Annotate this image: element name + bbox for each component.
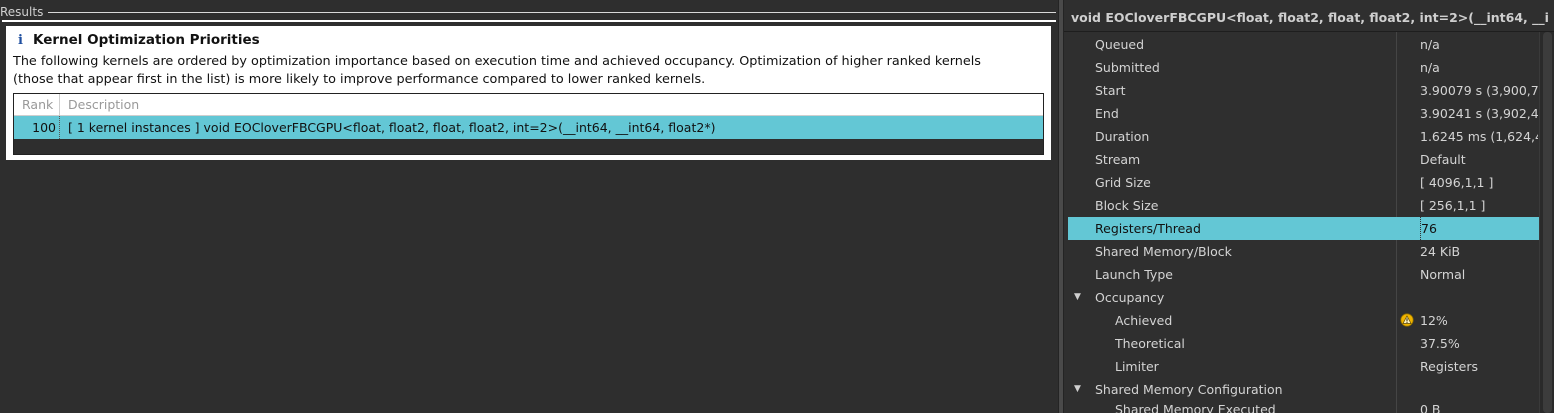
warning-icon — [1400, 313, 1414, 327]
kernel-optimization-priorities-panel: i Kernel Optimization Priorities The fol… — [6, 26, 1051, 160]
property-label: Launch Type — [1095, 267, 1173, 282]
property-row-shared-memory-per-block[interactable]: Shared Memory/Block 24 KiB — [1068, 240, 1539, 263]
property-value: 12% — [1420, 313, 1448, 328]
property-label: Registers/Thread — [1095, 221, 1201, 236]
property-row-start[interactable]: Start 3.90079 s (3,900,786 — [1068, 79, 1539, 102]
property-label: Occupancy — [1095, 290, 1165, 305]
property-row-stream[interactable]: Stream Default — [1068, 148, 1539, 171]
property-value: 0 B — [1420, 402, 1441, 413]
property-value: Default — [1420, 152, 1466, 167]
property-group-occupancy[interactable]: ▼ Occupancy — [1068, 286, 1539, 309]
property-value: 24 KiB — [1420, 244, 1461, 259]
property-group-shared-memory-configuration[interactable]: ▼ Shared Memory Configuration — [1068, 378, 1539, 401]
row-description-cell: [ 1 kernel instances ] void EOCloverFBCG… — [68, 120, 716, 135]
property-label: Limiter — [1115, 359, 1159, 374]
property-label: Queued — [1095, 37, 1144, 52]
kernel-priority-table: Rank Description 100 [ 1 kernel instance… — [13, 93, 1044, 155]
property-row-registers-per-thread[interactable]: Registers/Thread 76 — [1068, 217, 1539, 240]
section-title: Kernel Optimization Priorities — [33, 32, 260, 48]
property-row-block-size[interactable]: Block Size [ 256,1,1 ] — [1068, 194, 1539, 217]
table-header: Rank Description — [14, 94, 1043, 116]
property-row-end[interactable]: End 3.90241 s (3,902,410, — [1068, 102, 1539, 125]
property-value: 3.90079 s (3,900,786 — [1420, 83, 1538, 98]
property-value: Registers — [1420, 359, 1478, 374]
title-separator — [1064, 31, 1554, 32]
property-row-queued[interactable]: Queued n/a — [1068, 33, 1539, 56]
property-row-theoretical[interactable]: Theoretical 37.5% — [1068, 332, 1539, 355]
property-label: Submitted — [1095, 60, 1160, 75]
property-value: 1.6245 ms (1,624,496 — [1420, 129, 1538, 144]
property-value: 3.90241 s (3,902,410, — [1420, 106, 1538, 121]
property-row-shared-memory-executed[interactable]: Shared Memory Executed 0 B — [1068, 398, 1539, 413]
info-icon: i — [18, 33, 23, 48]
column-header-description[interactable]: Description — [68, 97, 140, 112]
property-value: n/a — [1420, 60, 1440, 75]
property-label: Grid Size — [1095, 175, 1151, 190]
property-label: Achieved — [1115, 313, 1173, 328]
table-row[interactable]: 100 [ 1 kernel instances ] void EOClover… — [14, 116, 1043, 139]
property-label: Duration — [1095, 129, 1150, 144]
property-label: Theoretical — [1115, 336, 1185, 351]
expand-caret-icon[interactable]: ▼ — [1074, 384, 1081, 394]
property-label: Shared Memory Executed — [1115, 402, 1276, 413]
results-group-label: Results — [0, 5, 44, 19]
property-value: 37.5% — [1420, 336, 1460, 351]
pane-splitter[interactable] — [1058, 0, 1064, 413]
results-pane: Results i Kernel Optimization Priorities… — [0, 5, 1056, 160]
property-row-grid-size[interactable]: Grid Size [ 4096,1,1 ] — [1068, 171, 1539, 194]
property-row-achieved[interactable]: Achieved 12% — [1068, 309, 1539, 332]
section-description: The following kernels are ordered by opt… — [13, 54, 981, 87]
results-frame-edge — [2, 20, 1056, 22]
property-row-submitted[interactable]: Submitted n/a — [1068, 56, 1539, 79]
property-label: Shared Memory/Block — [1095, 244, 1232, 259]
results-group-line — [48, 12, 1056, 13]
property-value: 76 — [1420, 217, 1538, 240]
row-rank-cell: 100 — [14, 116, 60, 139]
kernel-details-title: void EOCloverFBCGPU<float, float2, float… — [1071, 10, 1549, 25]
property-value: n/a — [1420, 37, 1440, 52]
property-label: Block Size — [1095, 198, 1159, 213]
property-row-limiter[interactable]: Limiter Registers — [1068, 355, 1539, 378]
property-row-launch-type[interactable]: Launch Type Normal — [1068, 263, 1539, 286]
property-label: Shared Memory Configuration — [1095, 382, 1283, 397]
property-value: Normal — [1420, 267, 1466, 282]
property-label: Stream — [1095, 152, 1141, 167]
property-value: [ 4096,1,1 ] — [1420, 175, 1494, 190]
property-label: Start — [1095, 83, 1126, 98]
property-row-duration[interactable]: Duration 1.6245 ms (1,624,496 — [1068, 125, 1539, 148]
expand-caret-icon[interactable]: ▼ — [1074, 292, 1081, 302]
scrollbar-thumb[interactable] — [1543, 32, 1552, 413]
property-label: End — [1095, 106, 1119, 121]
vertical-scrollbar[interactable] — [1539, 32, 1554, 413]
property-value: [ 256,1,1 ] — [1420, 198, 1486, 213]
kernel-details-pane: void EOCloverFBCGPU<float, float2, float… — [1064, 0, 1554, 413]
column-header-rank[interactable]: Rank — [14, 94, 60, 115]
